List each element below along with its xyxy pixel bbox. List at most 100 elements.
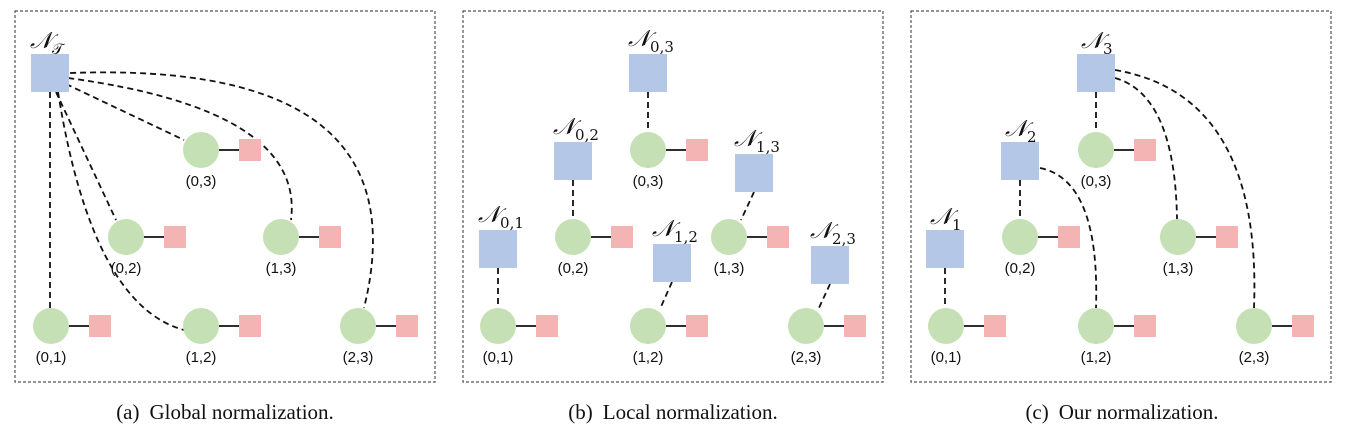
- span-node-12: [183, 308, 219, 344]
- span-feature-square: [1134, 139, 1156, 161]
- caption-a-text: Global normalization.: [149, 400, 334, 424]
- dashed-link-NT-s02: [55, 91, 117, 221]
- normalizer-node-N01: [479, 230, 517, 268]
- span-label: (0,3): [1081, 173, 1112, 190]
- span-node-12: [630, 308, 666, 344]
- span-label: (0,1): [483, 349, 514, 366]
- normalizer-label-N02: 𝒩0,2: [553, 114, 599, 144]
- span-node-13: [1160, 219, 1196, 255]
- span-node-13: [711, 219, 747, 255]
- normalizer-node-N23: [811, 246, 849, 284]
- normalizer-label-NT: 𝒩𝒯: [30, 28, 66, 58]
- span-node-02: [555, 219, 591, 255]
- normalizer-node-N1: [926, 230, 964, 268]
- span-feature-square: [239, 315, 261, 337]
- span-feature-square: [1058, 226, 1080, 248]
- span-node-01: [928, 308, 964, 344]
- dashed-link-N23-s23: [817, 283, 831, 311]
- span-label: (0,3): [633, 173, 664, 190]
- diagram-canvas: (0,1)(0,2)(0,3)(1,2)(1,3)(2,3)𝒩𝒯(0,1)(0,…: [14, 10, 1332, 383]
- panel-c: (0,1) (0,2) (0,3) (1,2) (1,3) (2,3) 𝒩1 𝒩2 𝒩3: [910, 10, 1332, 383]
- dashed-link-NT-s12: [57, 91, 185, 331]
- span-label: (1,2): [1081, 349, 1112, 366]
- span-node-23: [340, 308, 376, 344]
- span-node-02: [1002, 219, 1038, 255]
- normalizer-label-N03: 𝒩0,3: [628, 26, 674, 56]
- span-node-23: [788, 308, 824, 344]
- span-feature-square: [767, 226, 789, 248]
- normalizer-node-N2: [1001, 142, 1039, 180]
- caption-c-label: (c): [1025, 400, 1049, 424]
- normalizer-label-N01: 𝒩0,1: [478, 202, 524, 232]
- dashed-link-N2-s12: [1039, 167, 1098, 309]
- normalizer-label-N12: 𝒩1,2: [652, 216, 698, 246]
- dashed-link-N3-s13: [1114, 77, 1178, 220]
- dashed-link-N12-s12: [659, 281, 673, 310]
- normalizer-label-N2: 𝒩2: [1005, 116, 1037, 146]
- span-label: (1,3): [1163, 260, 1194, 277]
- panel-c-frame: [910, 10, 1332, 383]
- span-feature-square: [1216, 226, 1238, 248]
- caption-c: (c) Our normalization.: [902, 400, 1342, 425]
- panel-a-frame: [14, 10, 436, 383]
- span-label: (0,2): [111, 260, 142, 277]
- span-label: (0,1): [36, 349, 67, 366]
- span-node-03: [183, 132, 219, 168]
- span-node-02: [108, 219, 144, 255]
- caption-c-text: Our normalization.: [1058, 400, 1219, 424]
- span-feature-square: [686, 139, 708, 161]
- span-label: (0,1): [931, 349, 962, 366]
- span-feature-square: [319, 226, 341, 248]
- span-label: (1,3): [714, 260, 745, 277]
- span-label: (2,3): [343, 349, 374, 366]
- span-feature-square: [164, 226, 186, 248]
- caption-a: (a) Global normalization.: [5, 400, 445, 425]
- caption-b-text: Local normalization.: [602, 400, 778, 424]
- dashed-link-N13-s13: [740, 191, 755, 221]
- panel-a: (0,1)(0,2)(0,3)(1,2)(1,3)(2,3)𝒩𝒯: [14, 10, 436, 383]
- normalizer-label-N1: 𝒩1: [930, 204, 962, 234]
- dashed-link-NT-s03: [65, 83, 185, 141]
- dashed-link-NT-s23: [69, 71, 374, 309]
- dashed-link-N3-s23: [1114, 69, 1256, 309]
- span-label: (2,3): [1239, 349, 1270, 366]
- span-feature-square: [396, 315, 418, 337]
- normalizer-label-N23: 𝒩2,3: [810, 218, 856, 248]
- normalizer-label-N3: 𝒩3: [1081, 28, 1113, 58]
- normalizer-node-N12: [653, 244, 691, 282]
- span-node-12: [1078, 308, 1114, 344]
- span-node-01: [480, 308, 516, 344]
- span-feature-square: [984, 315, 1006, 337]
- span-feature-square: [536, 315, 558, 337]
- span-feature-square: [686, 315, 708, 337]
- span-node-13: [263, 219, 299, 255]
- span-label: (1,2): [186, 349, 217, 366]
- span-label: (0,2): [558, 260, 589, 277]
- span-node-03: [630, 132, 666, 168]
- normalizer-node-N3: [1077, 54, 1115, 92]
- span-label: (1,2): [633, 349, 664, 366]
- normalizer-label-N13: 𝒩1,3: [734, 126, 780, 156]
- dashed-link-NT-s13: [67, 77, 293, 221]
- normalizer-node-N03: [629, 54, 667, 92]
- span-label: (0,2): [1005, 260, 1036, 277]
- panel-b-frame: [462, 10, 884, 383]
- span-feature-square: [89, 315, 111, 337]
- span-label: (0,3): [186, 173, 217, 190]
- span-feature-square: [1292, 315, 1314, 337]
- caption-b: (b) Local normalization.: [453, 400, 893, 425]
- normalizer-node-NT: [31, 54, 69, 92]
- span-label: (2,3): [791, 349, 822, 366]
- normalizer-node-N13: [735, 154, 773, 192]
- span-node-01: [33, 308, 69, 344]
- panel-b: (0,1) (0,2) (0,3) (1,2) (1,3) (2,3) 𝒩0,1 𝒩0,2 𝒩0…: [462, 10, 884, 383]
- span-feature-square: [844, 315, 866, 337]
- span-feature-square: [239, 139, 261, 161]
- span-node-03: [1078, 132, 1114, 168]
- caption-b-label: (b): [568, 400, 593, 424]
- normalizer-node-N02: [554, 142, 592, 180]
- span-feature-square: [1134, 315, 1156, 337]
- caption-a-label: (a): [116, 400, 140, 424]
- span-node-23: [1236, 308, 1272, 344]
